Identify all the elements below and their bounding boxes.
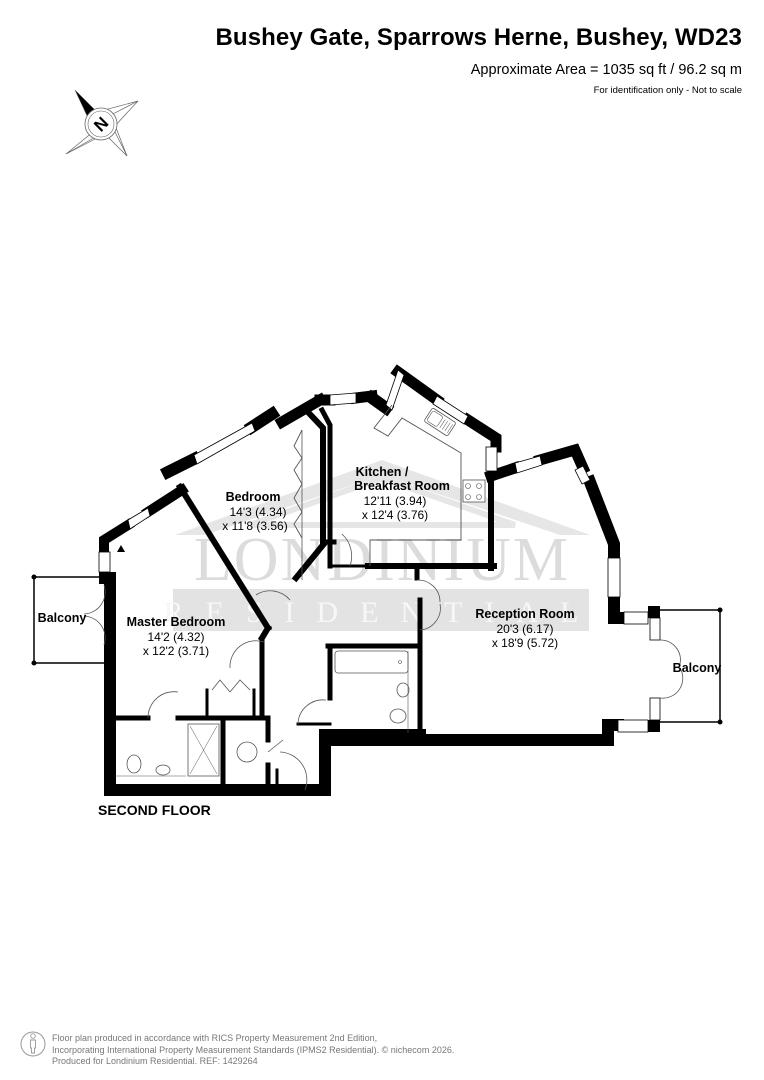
door-swings	[83, 533, 684, 791]
watermark-line1: LONDINIUM	[194, 526, 570, 594]
room-reception-label: Reception Room 20'3 (6.17) x 18'9 (5.72)	[475, 607, 574, 650]
svg-text:14'3 (4.34): 14'3 (4.34)	[230, 505, 287, 519]
footer-line-3: Produced for Londinium Residential. REF:…	[52, 1056, 258, 1066]
svg-text:Breakfast Room: Breakfast Room	[354, 479, 450, 493]
room-kitchen-label: Kitchen / Breakfast Room 12'11 (3.94) x …	[354, 465, 450, 522]
svg-text:Kitchen /: Kitchen /	[356, 465, 409, 479]
hob-icon	[462, 479, 486, 503]
svg-text:20'3 (6.17): 20'3 (6.17)	[497, 622, 554, 636]
shower-tray-icon	[187, 723, 220, 777]
watermark: LONDINIUM RESIDENTIAL	[164, 460, 601, 631]
north-arrow-compass-icon: N	[65, 89, 139, 157]
room-master-bedroom-label: Master Bedroom 14'2 (4.32) x 12'2 (3.71)	[127, 615, 226, 658]
basin-icon	[396, 682, 410, 698]
boiler-cupboard-icon	[236, 741, 258, 763]
windows	[98, 369, 661, 733]
room-balcony-right-label: Balcony	[673, 661, 722, 675]
footer-notes: Floor plan produced in accordance with R…	[52, 1033, 454, 1068]
walls	[99, 364, 660, 796]
scale-disclaimer: For identification only - Not to scale	[593, 85, 742, 96]
kitchen-counter	[369, 404, 462, 566]
svg-text:x 11'8 (3.56): x 11'8 (3.56)	[222, 519, 287, 533]
property-title: Bushey Gate, Sparrows Herne, Bushey, WD2…	[215, 24, 742, 51]
svg-text:x 12'2 (3.71): x 12'2 (3.71)	[143, 644, 209, 658]
svg-text:14'2 (4.32): 14'2 (4.32)	[148, 630, 205, 644]
kitchen-sink-icon	[424, 408, 456, 436]
svg-text:x 18'9 (5.72): x 18'9 (5.72)	[492, 636, 558, 650]
svg-text:Bedroom: Bedroom	[226, 490, 281, 504]
person-scale-icon	[20, 1031, 46, 1057]
balcony-outlines	[31, 574, 723, 725]
entrance-marker-icon	[117, 545, 125, 552]
room-balcony-left-label: Balcony	[38, 611, 87, 625]
bathtub-icon	[334, 650, 409, 674]
room-bedroom-label: Bedroom 14'3 (4.34) x 11'8 (3.56)	[222, 490, 287, 533]
svg-text:Master Bedroom: Master Bedroom	[127, 615, 226, 629]
footer-line-2: Incorporating International Property Mea…	[52, 1044, 455, 1055]
ensuite-basin-icon	[155, 764, 171, 776]
svg-text:12'11 (3.94): 12'11 (3.94)	[364, 494, 427, 508]
footer-line-1: Floor plan produced in accordance with R…	[52, 1033, 378, 1043]
wardrobe-doors	[293, 429, 303, 539]
floor-label: SECOND FLOOR	[98, 802, 211, 818]
svg-text:x 12'4 (3.76): x 12'4 (3.76)	[362, 508, 428, 522]
toilet-icon	[389, 708, 407, 724]
ensuite-toilet-icon	[126, 754, 142, 774]
watermark-line2: RESIDENTIAL	[164, 596, 601, 629]
approximate-area: Approximate Area = 1035 sq ft / 96.2 sq …	[470, 62, 742, 78]
svg-text:Reception Room: Reception Room	[475, 607, 574, 621]
